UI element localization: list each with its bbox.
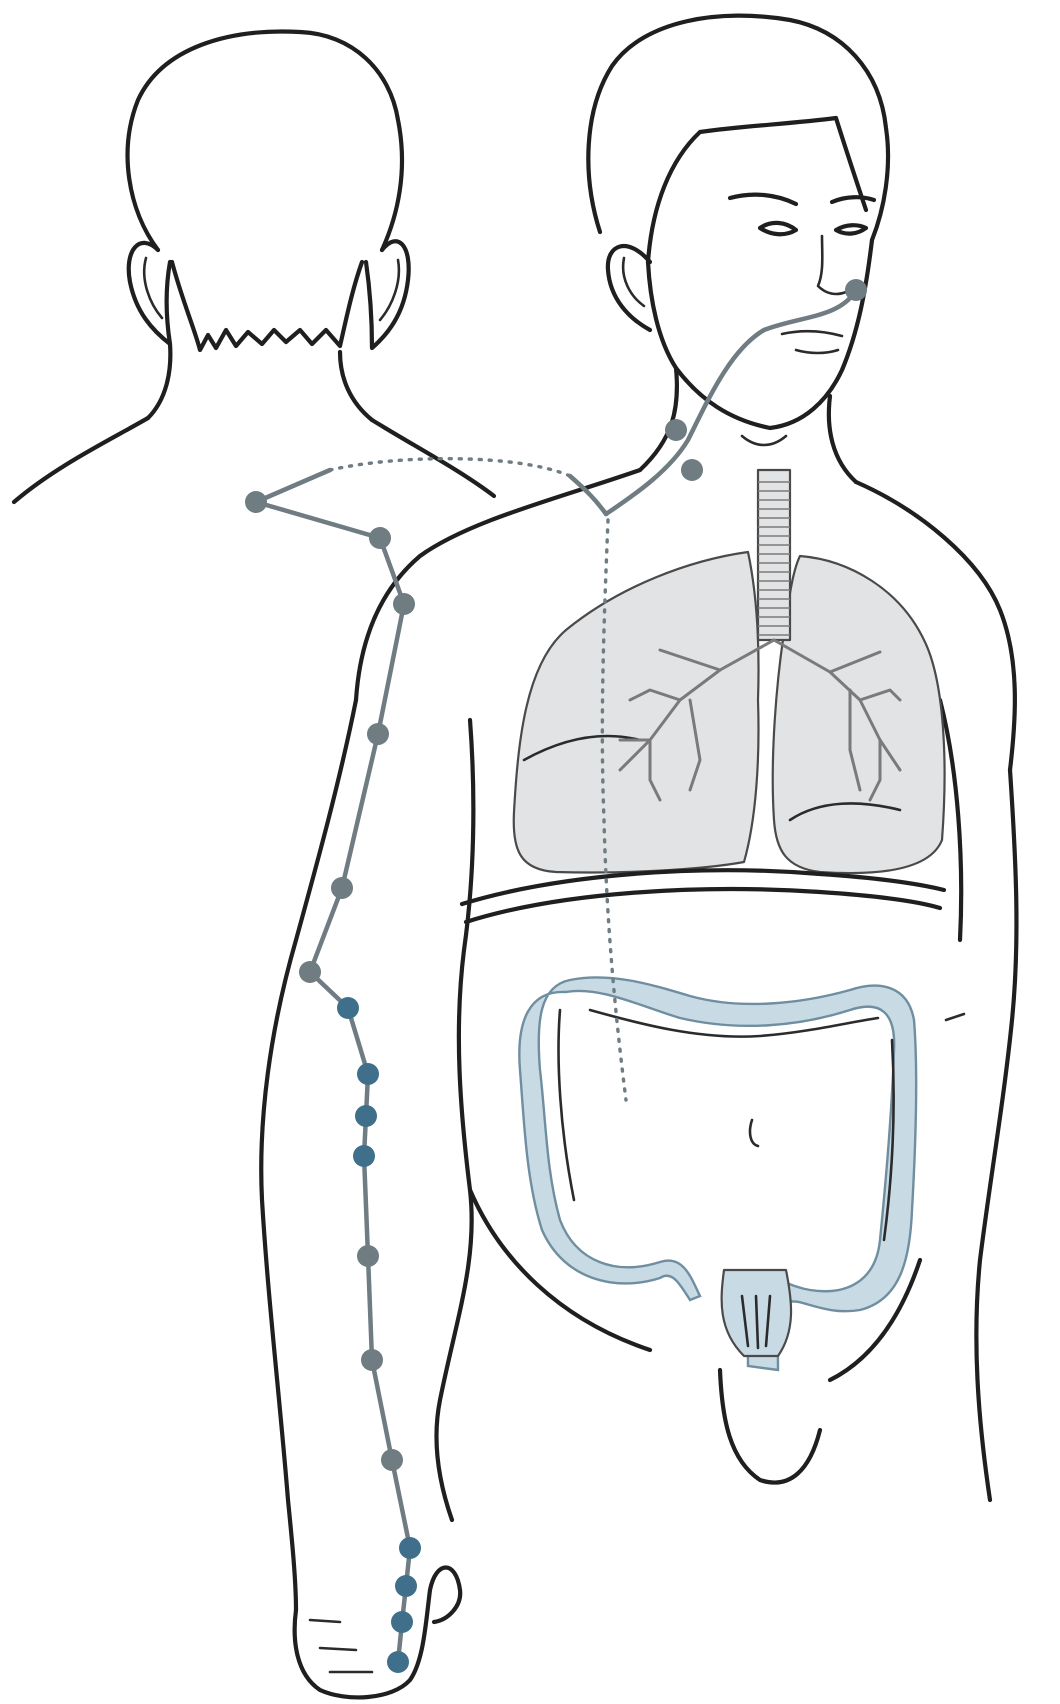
diaphragm-upper — [462, 870, 944, 904]
front-nose — [818, 236, 846, 294]
back-hairline — [172, 262, 362, 350]
back-right-shoulder — [372, 420, 494, 496]
acupoint-marker — [299, 961, 321, 983]
channel-line-main — [256, 470, 410, 1662]
front-lower-body — [720, 1370, 820, 1483]
acupoint-marker — [357, 1245, 379, 1267]
diaphragm-lower — [466, 889, 940, 922]
acupoint-marker — [681, 459, 703, 481]
acupoint-marker — [367, 723, 389, 745]
front-right-eyebrow — [832, 197, 874, 202]
front-left-eye — [760, 223, 796, 234]
front-torso-right — [976, 770, 1016, 1500]
back-left-shoulder — [14, 418, 148, 502]
acupoint-marker — [245, 491, 267, 513]
front-mouth — [782, 331, 842, 336]
front-hand — [295, 1568, 461, 1698]
lungs-group — [462, 470, 945, 922]
acupoint-marker — [665, 419, 687, 441]
back-right-ear — [366, 241, 409, 348]
front-navel — [750, 1120, 758, 1146]
acupoint-marker — [845, 279, 867, 301]
colon-group — [519, 977, 916, 1370]
acupoint-marker — [355, 1105, 377, 1127]
back-head-outline — [128, 32, 402, 250]
acupoint-marker — [337, 997, 359, 1019]
front-left-eyebrow — [730, 195, 796, 204]
acupoint-marker — [387, 1651, 409, 1673]
back-left-ear-inner — [144, 258, 162, 318]
acupoint-marker — [357, 1063, 379, 1085]
acupoint-marker — [391, 1611, 413, 1633]
front-arm-outer — [261, 700, 356, 1610]
front-neck-right — [829, 396, 856, 482]
front-neck-left — [640, 368, 677, 470]
acupoint-marker — [393, 593, 415, 615]
back-neck-right — [340, 352, 372, 420]
back-neck-left — [148, 344, 170, 418]
front-arm-inner — [436, 720, 473, 1520]
acupoint-marker — [353, 1145, 375, 1167]
front-hairline — [648, 118, 866, 262]
front-rib-line — [946, 1014, 964, 1020]
acupoint-marker — [395, 1575, 417, 1597]
trachea — [758, 470, 790, 640]
back-figure — [14, 32, 494, 502]
acupoint-marker — [381, 1449, 403, 1471]
front-lower-lip — [796, 350, 838, 353]
acupoint-marker — [369, 527, 391, 549]
colon-haustra-left — [559, 1010, 574, 1200]
back-right-ear-inner — [380, 260, 399, 320]
right-lung — [773, 556, 945, 873]
front-right-eye — [836, 225, 866, 233]
acupoint-marker — [331, 877, 353, 899]
front-adams-apple — [742, 436, 786, 445]
front-hand-fingers — [310, 1620, 372, 1672]
left-lung — [514, 552, 759, 873]
front-ear-inner — [623, 258, 644, 306]
acupoint-marker — [361, 1349, 383, 1371]
acupoint-marker — [399, 1537, 421, 1559]
